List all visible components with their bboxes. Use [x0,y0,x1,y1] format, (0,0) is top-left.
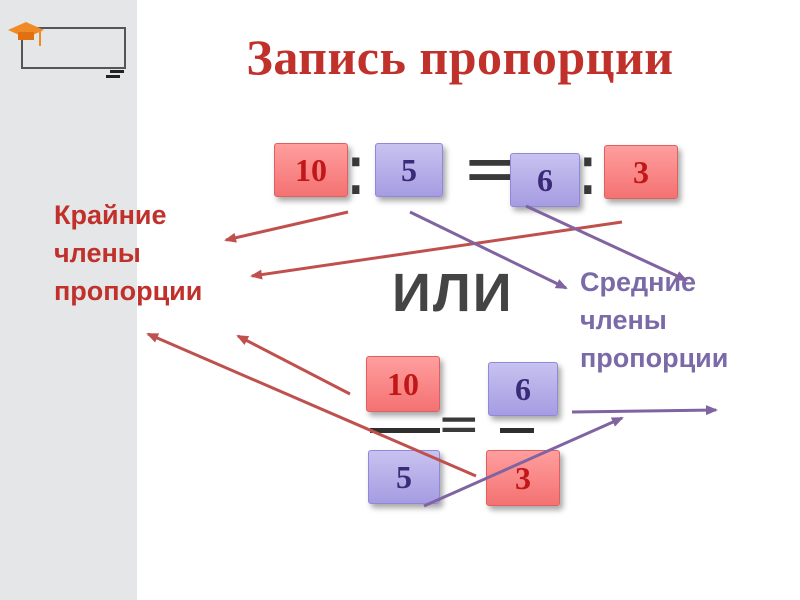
middle-label-line: члены [580,305,667,335]
fraction-line [370,428,440,433]
middle-terms-label: Средние члены пропорции [580,263,795,377]
extreme-arrow [250,220,623,280]
extreme-arrow [224,210,349,243]
extreme-label-line: Крайние [54,200,167,230]
middle-arrow [423,416,624,508]
colon-symbol: : [344,129,368,211]
extreme-arrow [146,332,477,478]
middle-arrow [409,210,568,290]
term-box-extreme: 3 [604,145,678,199]
extreme-arrow [236,334,351,396]
term-box-middle: 5 [375,143,443,197]
sidebar-panel [0,0,137,600]
equals-symbol: = [437,394,481,454]
middle-arrow [571,405,718,416]
extreme-terms-label: Крайние члены пропорции [54,196,234,310]
term-box-middle: 6 [510,153,580,207]
extreme-label-line: пропорции [54,276,203,306]
middle-arrow [525,204,688,282]
term-box-extreme: 10 [366,356,440,412]
or-word: ИЛИ [392,263,514,323]
term-box-middle: 5 [368,450,440,504]
term-box-middle: 6 [488,362,558,416]
colon-symbol: : [576,129,600,211]
extreme-label-line: члены [54,238,141,268]
middle-label-line: пропорции [580,343,729,373]
term-box-extreme: 10 [274,143,348,197]
term-box-extreme: 3 [486,450,560,506]
graduation-cap-icon [8,22,126,78]
page-title: Запись пропорции [246,29,674,85]
fraction-line [500,428,534,433]
